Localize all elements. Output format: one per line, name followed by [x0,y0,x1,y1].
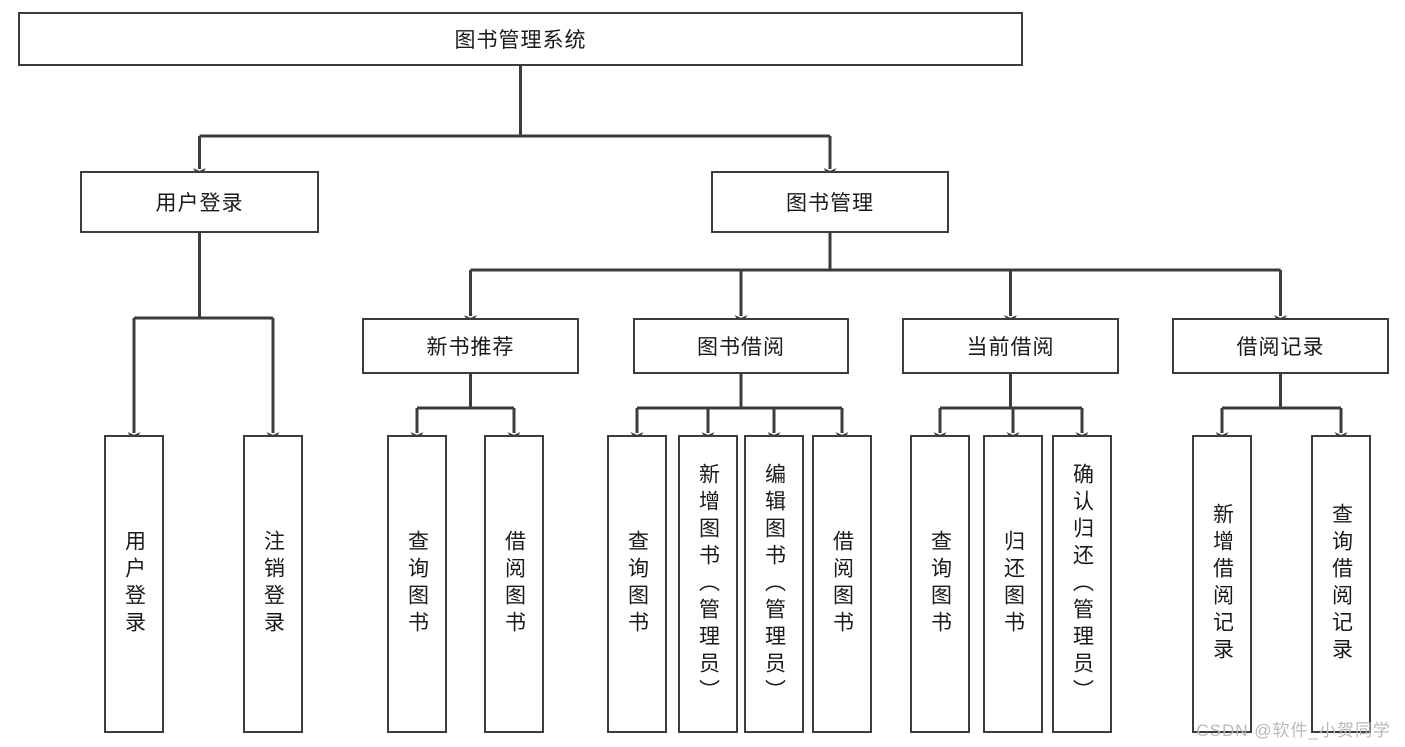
level2-node[interactable]: 用户登录 [80,171,319,233]
node-label: 编辑图书（管理员） [762,462,786,706]
node-label: 归还图书 [1001,530,1025,638]
node-label: 图书借阅 [697,336,785,359]
node-label: 图书管理 [786,192,874,215]
node-label: 新增图书（管理员） [696,462,720,706]
leaf-node[interactable]: 确认归还（管理员） [1052,435,1112,733]
leaf-node[interactable]: 编辑图书（管理员） [744,435,804,733]
level3-node[interactable]: 当前借阅 [902,318,1119,374]
level2-node[interactable]: 图书管理 [711,171,949,233]
node-label: 用户登录 [155,192,244,215]
node-label: 注销登录 [261,530,285,638]
leaf-node[interactable]: 查询图书 [910,435,970,733]
leaf-node[interactable]: 查询借阅记录 [1311,435,1371,733]
node-label: 查询图书 [405,530,429,638]
node-label: 借阅图书 [830,530,854,638]
leaf-node[interactable]: 查询图书 [387,435,447,733]
node-label: 借阅记录 [1236,336,1325,359]
leaf-node[interactable]: 用户登录 [104,435,164,733]
level3-node[interactable]: 新书推荐 [362,318,579,374]
node-label: 图书管理系统 [454,29,587,52]
watermark: CSDN @软件_小贺同学 [1196,721,1391,740]
root-node[interactable]: 图书管理系统 [18,12,1023,66]
leaf-node[interactable]: 借阅图书 [812,435,872,733]
leaf-node[interactable]: 新增借阅记录 [1192,435,1252,733]
node-label: 借阅图书 [502,530,526,638]
leaf-node[interactable]: 注销登录 [243,435,303,733]
node-label: 当前借阅 [966,336,1055,359]
node-label: 新增借阅记录 [1210,503,1234,665]
level3-node[interactable]: 图书借阅 [633,318,849,374]
leaf-node[interactable]: 新增图书（管理员） [678,435,738,733]
node-label: 查询图书 [928,530,952,638]
node-label: 查询图书 [625,530,649,638]
leaf-node[interactable]: 借阅图书 [484,435,544,733]
leaf-node[interactable]: 归还图书 [983,435,1043,733]
leaf-node[interactable]: 查询图书 [607,435,667,733]
node-label: 确认归还（管理员） [1070,462,1094,706]
level3-node[interactable]: 借阅记录 [1172,318,1389,374]
node-label: 用户登录 [122,530,146,638]
node-label: 查询借阅记录 [1329,503,1353,665]
node-label: 新书推荐 [426,336,515,359]
